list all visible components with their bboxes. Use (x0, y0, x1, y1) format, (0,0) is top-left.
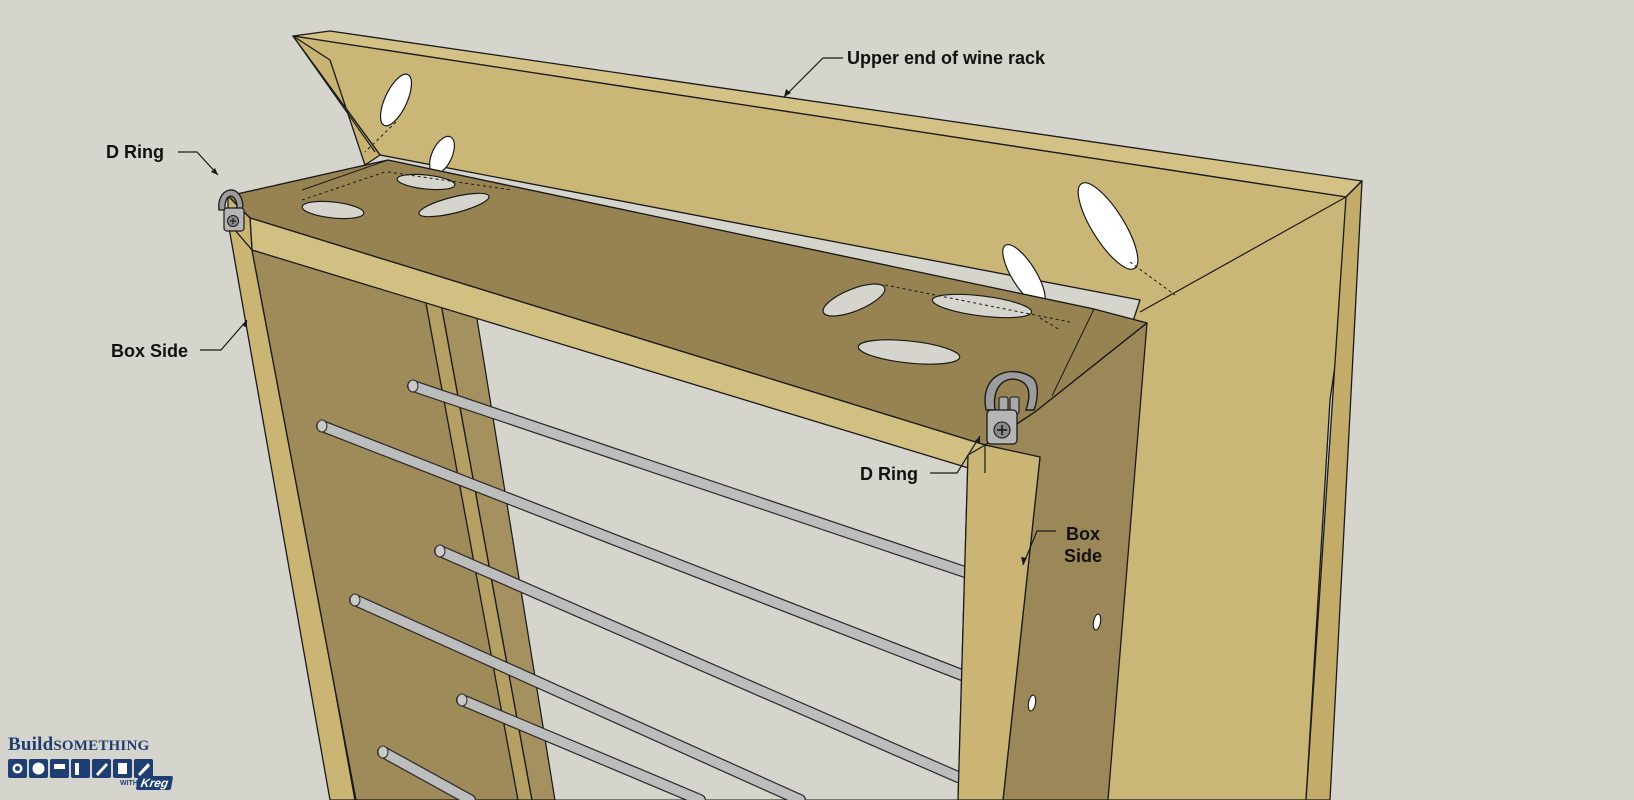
d-ring-right-hardware (984, 370, 1038, 445)
buildsomething-logo: BuildSOMETHING WITH K (6, 734, 188, 792)
side-hole (1092, 613, 1102, 631)
label-box-side-right: Box Side (1064, 523, 1102, 567)
label-box-side-left: Box Side (111, 341, 189, 361)
label-upper-end: Upper end of wine rack (847, 48, 1046, 68)
logo-tool-icons (8, 759, 153, 778)
top-board-holes (301, 173, 1033, 365)
logo-build-text: Build (8, 734, 54, 755)
label-box-side-right-line2: Side (1064, 546, 1103, 566)
side-hole (1027, 694, 1037, 712)
leader-lines (178, 57, 1056, 566)
label-d-ring-right: D Ring (860, 464, 918, 484)
dowel (350, 595, 805, 800)
dowel (435, 546, 963, 782)
dowel (457, 695, 705, 800)
d-ring-left-hardware (218, 189, 245, 232)
right-box-side (957, 322, 1148, 800)
logo-with-text: WITH (120, 780, 138, 787)
dowel (317, 421, 967, 680)
label-box-side-right-line1: Box (1066, 524, 1101, 544)
logo-wordmark: BuildSOMETHING (8, 734, 149, 756)
back-board-holes (379, 73, 1139, 306)
left-box-side (227, 217, 556, 800)
logo-something-text: SOMETHING (53, 738, 150, 754)
kreg-logo: Kreg (135, 776, 174, 790)
label-d-ring-left: D Ring (106, 142, 164, 162)
dowel (378, 747, 475, 800)
dowel (408, 381, 970, 577)
dowels (316, 380, 971, 800)
